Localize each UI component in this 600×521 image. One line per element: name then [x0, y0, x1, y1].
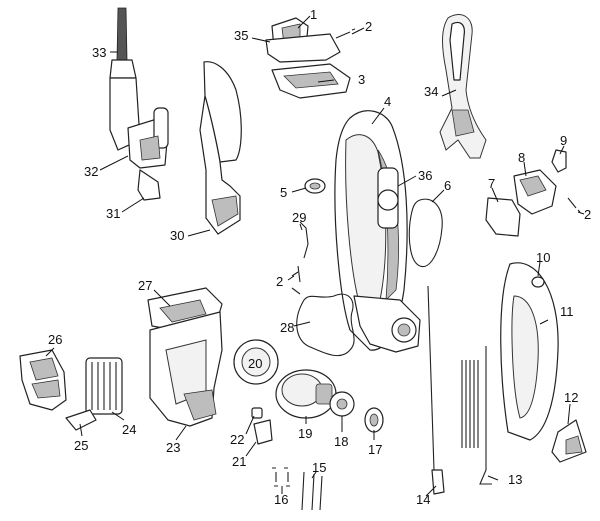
- label-35: 35: [234, 28, 248, 43]
- label-7: 7: [488, 176, 495, 191]
- part-2-screw-right: [567, 197, 581, 213]
- part-7-switch-plate: [485, 197, 521, 237]
- label-11: 11: [560, 304, 574, 319]
- label-14: 14: [416, 492, 430, 507]
- part-19-motor: [275, 369, 337, 419]
- part-30-rear-cover: [199, 61, 242, 235]
- label-21: 21: [232, 454, 246, 469]
- part-12-hook: [551, 419, 587, 463]
- part-24-filter: [85, 357, 123, 415]
- label-15: 15: [312, 460, 326, 475]
- label-30: 30: [170, 228, 184, 243]
- label-2-left: 2: [276, 274, 283, 289]
- part-4-main-body: [334, 110, 408, 351]
- label-6: 6: [444, 178, 451, 193]
- part-26-filter-cover: [19, 349, 67, 411]
- label-26: 26: [48, 332, 62, 347]
- part-14-wand-cord: [427, 285, 445, 495]
- part-28-wiring: [296, 293, 355, 357]
- label-17: 17: [368, 442, 382, 457]
- label-8: 8: [518, 150, 525, 165]
- part-21-connector: [253, 419, 273, 445]
- label-2-right: 2: [584, 207, 591, 222]
- part-11-cord-wrap: [500, 262, 559, 441]
- part-17-bearing: [364, 407, 384, 433]
- label-25: 25: [74, 438, 88, 453]
- part-20-seal-ring: [233, 339, 279, 385]
- label-33: 33: [92, 45, 106, 60]
- part-2-screw-left: [291, 271, 299, 277]
- label-10: 10: [536, 250, 550, 265]
- label-2-top: 2: [365, 19, 372, 34]
- label-9: 9: [560, 133, 567, 148]
- label-20: 20: [248, 356, 262, 371]
- part-34-handle: [439, 14, 487, 159]
- part-16-screws: [272, 467, 290, 487]
- part-28-base-bracket: [353, 295, 421, 353]
- callout-labels: 1 2 3 4 5 6 7 8 9 10 11 12 13 14 15 16 1…: [48, 7, 591, 507]
- part-31-clip: [137, 169, 161, 201]
- part-6-gasket: [408, 198, 443, 268]
- label-28: 28: [280, 320, 294, 335]
- label-29: 29: [292, 210, 306, 225]
- part-32-hose-holder: [127, 107, 169, 169]
- part-13-power-cord: [461, 346, 492, 485]
- label-3: 3: [358, 72, 365, 87]
- label-4: 4: [384, 94, 391, 109]
- part-3-handle-base: [271, 63, 351, 99]
- label-12: 12: [564, 390, 578, 405]
- label-5: 5: [280, 185, 287, 200]
- label-31: 31: [106, 206, 120, 221]
- part-10-knob: [531, 276, 545, 288]
- part-15-rods: [301, 471, 323, 511]
- part-2-screw-top: [335, 28, 356, 39]
- label-27: 27: [138, 278, 152, 293]
- part-22-cap: [251, 407, 263, 419]
- label-22: 22: [230, 432, 244, 447]
- label-23: 23: [166, 440, 180, 455]
- label-16: 16: [274, 492, 288, 507]
- part-23-cyclone-body: [149, 311, 223, 427]
- label-13: 13: [508, 472, 522, 487]
- part-29-bracket: [291, 221, 309, 295]
- part-18-fan: [329, 391, 355, 417]
- part-8-switch: [513, 169, 557, 215]
- leader-lines: [45, 15, 585, 497]
- label-1: 1: [310, 7, 317, 22]
- label-24: 24: [122, 422, 136, 437]
- part-9-clip: [551, 149, 567, 173]
- label-19: 19: [298, 426, 312, 441]
- label-34: 34: [424, 84, 438, 99]
- part-35-handle-top: [265, 33, 341, 63]
- label-32: 32: [84, 164, 98, 179]
- label-18: 18: [334, 434, 348, 449]
- part-25-filter-clip: [65, 409, 97, 431]
- label-36: 36: [418, 168, 432, 183]
- part-5-knob: [304, 178, 326, 194]
